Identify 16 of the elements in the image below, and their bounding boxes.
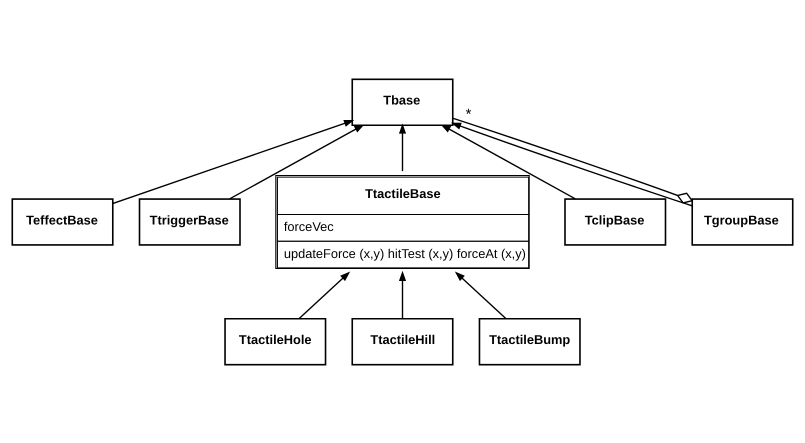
node-box: TtactileBump bbox=[478, 317, 581, 366]
node-box: TgroupBase bbox=[691, 198, 794, 246]
node-box: TtactileHole bbox=[224, 317, 326, 366]
arrow bbox=[229, 124, 364, 199]
arrow bbox=[440, 124, 576, 199]
arrow bbox=[398, 270, 406, 318]
node-box: Tbase bbox=[351, 78, 454, 126]
edge-label: * bbox=[466, 105, 472, 122]
node-box: TtactileHill bbox=[351, 317, 454, 366]
node-box: TclipBase bbox=[564, 198, 666, 246]
node-box: TeffectBase bbox=[11, 198, 114, 246]
arrow bbox=[112, 119, 354, 204]
arrow bbox=[454, 270, 506, 319]
arrow bbox=[398, 122, 406, 171]
arrow bbox=[298, 270, 350, 319]
node-box: TtriggerBase bbox=[138, 198, 241, 246]
